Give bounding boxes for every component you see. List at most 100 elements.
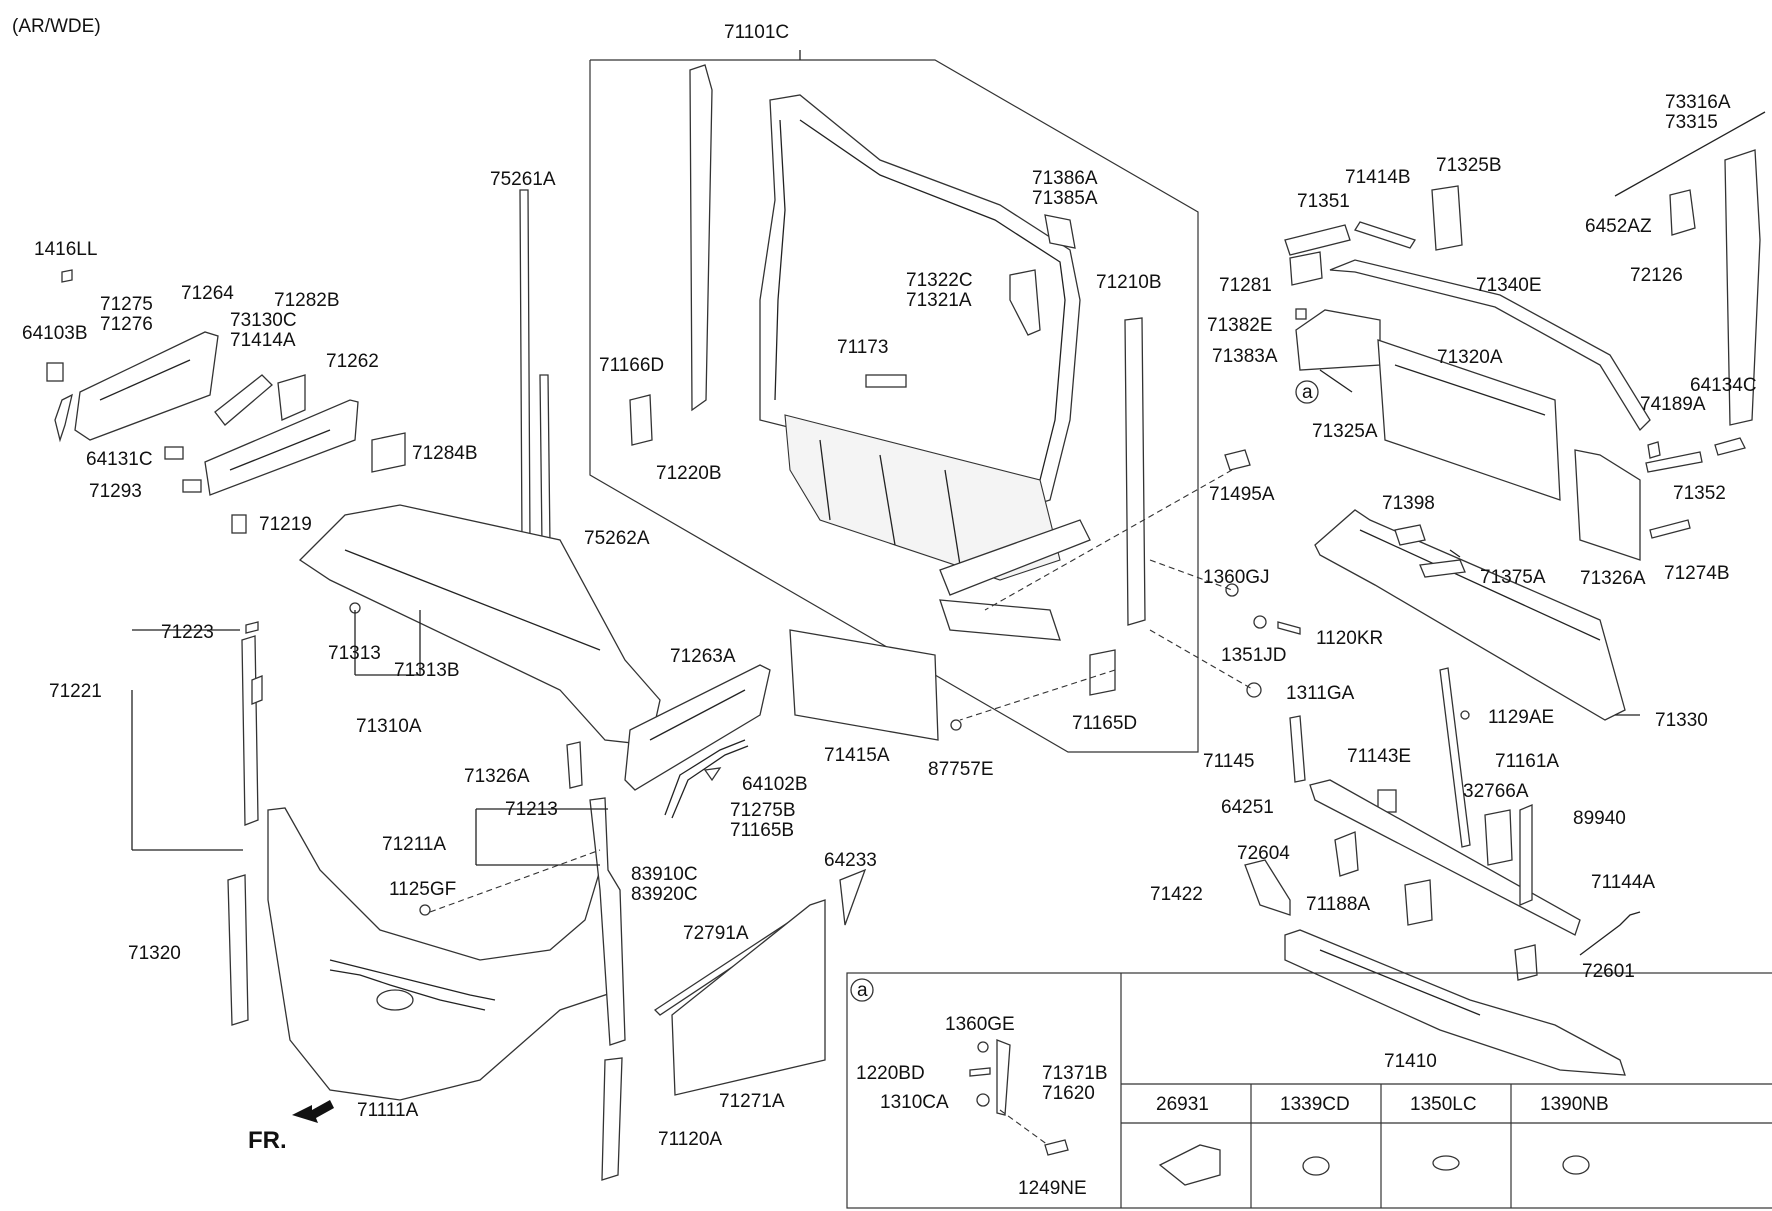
- legend-label-1249NE: 1249NE: [1018, 1178, 1087, 1199]
- label-75262A: 75262A: [584, 528, 650, 549]
- legend-marker: a: [857, 980, 868, 1001]
- clip-87757E: [950, 719, 962, 731]
- bolt-1220BD: [969, 1067, 991, 1077]
- label-64233: 64233: [824, 850, 877, 871]
- label-32766A: 32766A: [1463, 781, 1529, 802]
- left-panels: [46, 269, 406, 534]
- variant-note: (AR/WDE): [12, 16, 101, 37]
- label-71310A: 71310A: [356, 716, 422, 737]
- label-71386A: 71386A: [1032, 168, 1098, 189]
- label-71383A: 71383A: [1212, 346, 1278, 367]
- callout-a: a: [1302, 382, 1313, 403]
- bracket-71145: [1289, 715, 1306, 783]
- label-71330: 71330: [1655, 710, 1708, 731]
- plate-71398: [1394, 524, 1426, 546]
- nut-1339CD-icon: [1302, 1156, 1330, 1176]
- label-71281: 71281: [1219, 275, 1272, 296]
- label-71414A: 71414A: [230, 330, 296, 351]
- label-71422: 71422: [1150, 884, 1203, 905]
- label-72604: 72604: [1237, 843, 1290, 864]
- label-71284B: 71284B: [412, 443, 478, 464]
- strip-75261A: [519, 189, 531, 546]
- legend-box: [846, 972, 1772, 1209]
- label-75261A: 75261A: [490, 169, 556, 190]
- panel-71415A: [789, 629, 939, 741]
- legend-label-1310CA: 1310CA: [880, 1092, 949, 1113]
- label-71276: 71276: [100, 314, 153, 335]
- bracket-71188A: [1404, 879, 1433, 926]
- callout-a-marker: [1295, 380, 1319, 404]
- plate-71375A: [1419, 559, 1466, 578]
- bolt-1120KR: [1277, 621, 1301, 635]
- label-71320A: 71320A: [1437, 347, 1503, 368]
- nut-1360GJ: [1225, 583, 1239, 597]
- label-83910C: 83910C: [631, 864, 698, 885]
- bracket-26931-icon: [1158, 1144, 1221, 1186]
- nut-1310CA: [976, 1093, 990, 1107]
- bracket-72604: [1334, 831, 1359, 877]
- legend-column-26931: 26931: [1156, 1094, 1209, 1115]
- label-71375A: 71375A: [1480, 567, 1546, 588]
- strip-75262A: [539, 374, 551, 546]
- label-71219: 71219: [259, 514, 312, 535]
- rail-71340E: [1329, 259, 1651, 432]
- label-71263A: 71263A: [670, 646, 736, 667]
- label-71326A-right: 71326A: [1580, 568, 1646, 589]
- label-71220B: 71220B: [656, 463, 722, 484]
- washer-1350LC-icon: [1432, 1155, 1460, 1171]
- bolt-1249NE: [1044, 1139, 1069, 1156]
- label-71398: 71398: [1382, 493, 1435, 514]
- panel-71262: [204, 399, 359, 496]
- bolt-1129AE: [1460, 710, 1470, 720]
- nut-1360GE: [977, 1041, 989, 1053]
- label-71313B: 71313B: [394, 660, 460, 681]
- legend-label-1360GE: 1360GE: [945, 1014, 1015, 1035]
- label-73316A: 73316A: [1665, 92, 1731, 113]
- legend-label-71371B: 71371B: [1042, 1063, 1108, 1084]
- bracket-71371B: [996, 1039, 1011, 1116]
- bracket-71166D: [629, 394, 653, 446]
- pillar-71120A: [601, 1057, 623, 1181]
- leader-lines: [131, 50, 1640, 866]
- panel-71271A: [671, 899, 826, 1096]
- label-71161A: 71161A: [1495, 751, 1559, 772]
- frame-group-outline: [589, 59, 1199, 753]
- label-64131C: 64131C: [86, 449, 153, 470]
- bracket-89940: [1519, 804, 1533, 906]
- label-71145: 71145: [1203, 751, 1254, 772]
- label-71410: 71410: [1384, 1051, 1437, 1072]
- bracket-6452AZ: [1669, 189, 1696, 236]
- label-71322C: 71322C: [906, 270, 973, 291]
- label-1125GF: 1125GF: [389, 879, 456, 900]
- label-6452AZ: 6452AZ: [1585, 216, 1652, 237]
- legend-column-1350LC: 1350LC: [1410, 1094, 1477, 1115]
- label-1129AE: 1129AE: [1488, 707, 1554, 728]
- label-71210B: 71210B: [1096, 272, 1162, 293]
- legend-label-1220BD: 1220BD: [856, 1063, 925, 1084]
- label-74189A: 74189A: [1640, 394, 1706, 415]
- bracket-32766A: [1484, 809, 1513, 866]
- label-71120A: 71120A: [658, 1129, 722, 1150]
- bracket-72601: [1514, 944, 1538, 981]
- bracket-71352: [1645, 451, 1703, 473]
- label-1120KR: 1120KR: [1316, 628, 1383, 649]
- pillar-71220B: [689, 64, 713, 412]
- plate-71165D: [1089, 649, 1116, 696]
- label-87757E: 87757E: [928, 759, 994, 780]
- label-1351JD: 1351JD: [1221, 645, 1287, 666]
- strip-71274B: [1649, 519, 1691, 539]
- panel-71263A: [624, 664, 771, 791]
- label-89940: 89940: [1573, 808, 1626, 829]
- pillar-71210B: [1124, 317, 1146, 626]
- spoiler-71310A: [298, 504, 661, 746]
- label-64103B: 64103B: [22, 323, 88, 344]
- crossmember-71330: [1314, 509, 1626, 721]
- panel-71325A: [1295, 309, 1381, 371]
- upper-frame-assembly: [759, 94, 1091, 641]
- part-labels: 1416LL 71275 71276 64103B 71264 73130C 7…: [22, 92, 1757, 1150]
- label-71414B: 71414B: [1345, 167, 1411, 188]
- label-71144A: 71144A: [1591, 872, 1655, 893]
- frame-group-label: 71101C: [724, 22, 789, 43]
- bracket-71284B: [371, 432, 406, 473]
